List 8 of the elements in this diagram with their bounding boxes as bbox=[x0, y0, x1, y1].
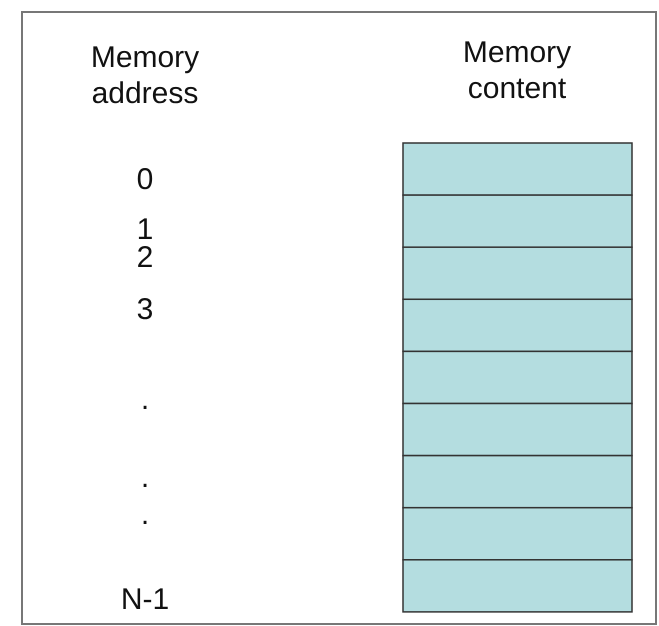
address-label: 3 bbox=[136, 292, 154, 328]
address-label: N-1 bbox=[120, 582, 170, 618]
column-header: Memory address bbox=[90, 40, 200, 112]
column-header: Memory content bbox=[462, 35, 572, 107]
ellipsis-dot: . bbox=[140, 460, 150, 496]
ellipsis-dot: . bbox=[140, 497, 150, 533]
ellipsis-dot: . bbox=[140, 382, 150, 418]
address-label: 0 bbox=[136, 162, 154, 198]
